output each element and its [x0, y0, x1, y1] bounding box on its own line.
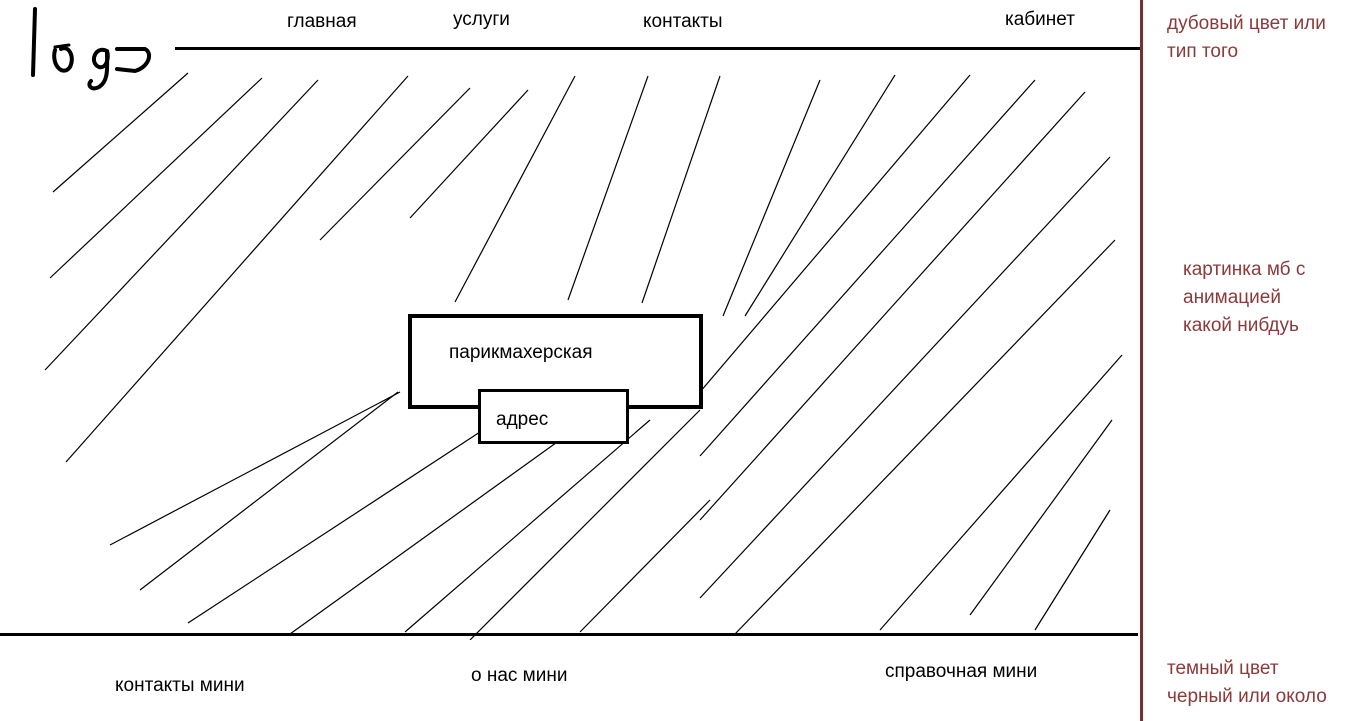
- hero-image-placeholder: [44, 72, 1123, 640]
- logo[interactable]: logo: [25, 5, 155, 93]
- nav-contacts[interactable]: контакты: [643, 11, 723, 32]
- nav-account[interactable]: кабинет: [1005, 9, 1075, 30]
- footer-reference-mini[interactable]: справочная мини: [885, 661, 1038, 682]
- header-divider: [175, 47, 1140, 50]
- annotation-divider: [1140, 0, 1143, 721]
- header-color-note: дубовый цвет или тип того: [1167, 13, 1326, 62]
- hero-image-note: картинка мб с анимацией какой нибдуь: [1183, 259, 1306, 336]
- address-label: адрес: [496, 409, 549, 430]
- footer-color-note: темный цвет черный или около: [1167, 658, 1327, 707]
- salon-title: парикмахерская: [449, 342, 593, 363]
- footer-contacts-mini[interactable]: контакты мини: [115, 675, 245, 696]
- footer-about-mini[interactable]: о нас мини: [471, 665, 568, 686]
- address-box[interactable]: адрес: [478, 389, 629, 444]
- footer-divider: [0, 633, 1138, 636]
- nav-home[interactable]: главная: [287, 11, 357, 32]
- nav-services[interactable]: услуги: [453, 9, 510, 30]
